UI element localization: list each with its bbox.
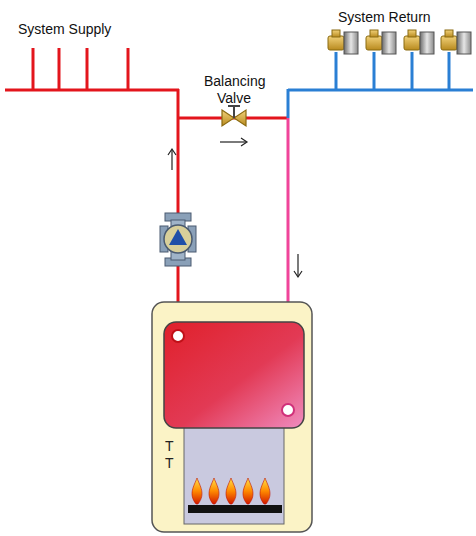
pipe-label: System Supply [18,21,111,38]
boiler [152,302,312,532]
boiler-housing: T T [152,302,312,532]
pipe-label: System Return [338,9,431,26]
supply-piping [5,48,289,330]
pipe-label: Balancing Valve [204,73,264,107]
flow-arrows [168,138,302,277]
radiator-valves [328,30,471,54]
control-label: T T [165,438,175,472]
balancing-valve [222,106,246,126]
circulator-pump [160,213,196,266]
return-piping [288,52,473,118]
